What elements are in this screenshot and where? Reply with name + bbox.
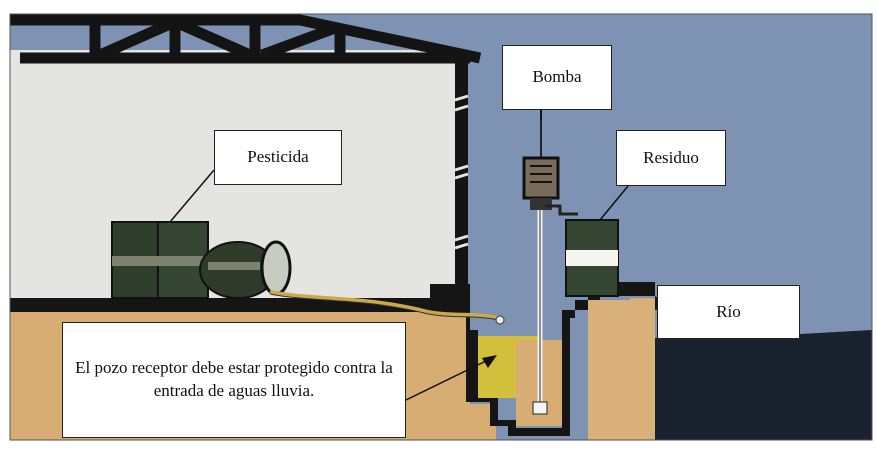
- pump-base: [530, 198, 552, 210]
- frame: [9, 13, 873, 441]
- residue-drum-band: [566, 250, 618, 266]
- pump-outlet-pipe: [545, 204, 578, 216]
- river: [655, 330, 872, 440]
- ground-right: [588, 300, 655, 440]
- leak-drop: [495, 315, 505, 325]
- label-pesticida: Pesticida: [214, 130, 342, 185]
- pointer-note: [405, 359, 489, 401]
- pesticide-leak-edge: [269, 293, 501, 321]
- pesticide-drums: [111, 221, 292, 299]
- label-well-note: El pozo receptor debe estar protegido co…: [62, 322, 406, 438]
- pump-foot: [532, 401, 548, 415]
- pointer-residuo: [599, 185, 629, 221]
- label-residuo: Residuo: [616, 130, 726, 186]
- label-bomba: Bomba: [502, 45, 612, 110]
- pointer-pesticida: [169, 169, 215, 223]
- pointer-note-arrowhead: [482, 355, 497, 368]
- roof-truss: [10, 14, 482, 64]
- pesticide-leak: [269, 290, 501, 320]
- column-breaks: [454, 94, 469, 250]
- label-rio: Río: [657, 285, 800, 339]
- top-margin: [0, 0, 877, 14]
- pump-motor: [522, 156, 560, 200]
- pump-motor-ribs: [530, 165, 552, 183]
